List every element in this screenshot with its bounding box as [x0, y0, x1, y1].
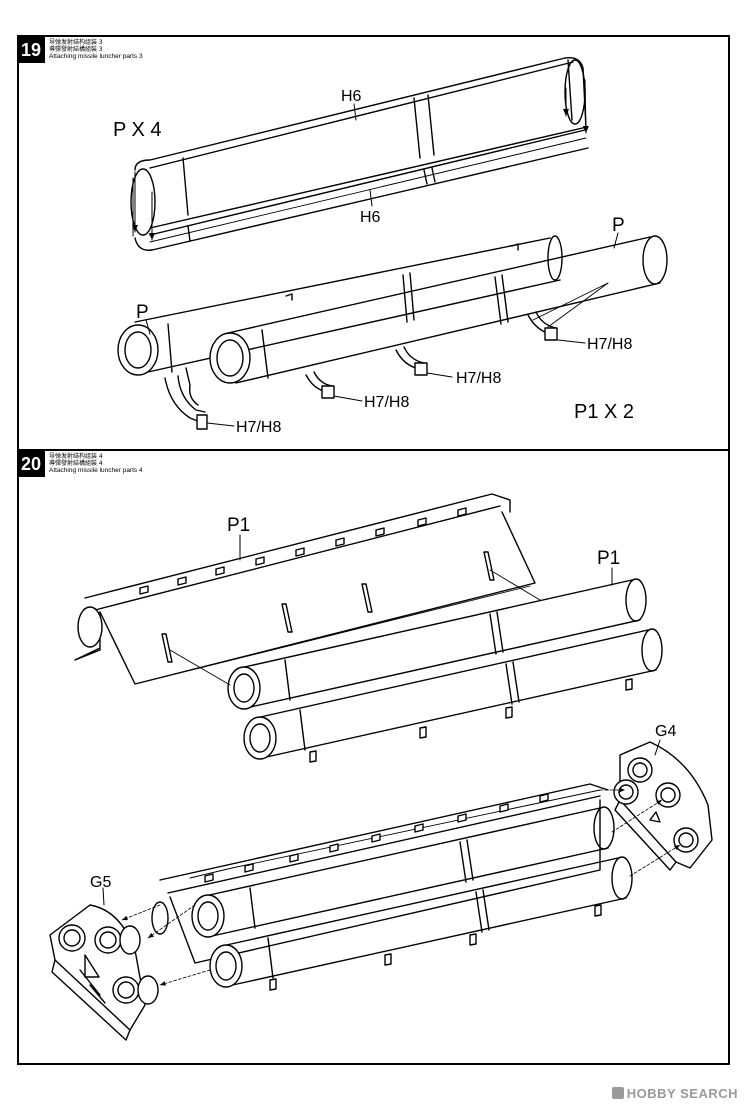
- end-plate-g5: [49, 904, 159, 1041]
- watermark-text: HOBBY SEARCH: [626, 1086, 738, 1101]
- label-h7h8-c: H7/H8: [364, 394, 409, 411]
- label-h7h8-d: H7/H8: [236, 419, 281, 436]
- label-h7h8-a: H7/H8: [587, 336, 632, 353]
- launcher-frame-upper: [74, 493, 536, 685]
- step-19-title-cn-simplified: 导弹发射结构组装 3: [49, 39, 103, 46]
- step-20-title: 导弹发射结构组装 4 導彈發射結構組裝 4 Attaching missile …: [49, 453, 143, 474]
- label-h7h8-b: H7/H8: [456, 370, 501, 387]
- label-g4: G4: [655, 723, 676, 740]
- end-plate-g4: [613, 741, 713, 871]
- bracket-part-c: [527, 311, 558, 341]
- label-p1-left: P1: [227, 515, 250, 536]
- label-p-x4: P X 4: [113, 119, 162, 141]
- label-p-right: P: [612, 215, 625, 236]
- step-20-title-cn-simplified: 导弹发射结构组装 4: [49, 453, 103, 460]
- tube-p-right: [209, 235, 668, 384]
- step-19-title-en: Attaching missile luncher parts 3: [49, 53, 143, 60]
- tube-p1-lower: [243, 628, 663, 763]
- label-p1-right: P1: [597, 548, 620, 569]
- step-19-number: 19: [17, 37, 45, 63]
- step-19-title: 导弹发射结构组装 3 導彈發射結構組裝 3 Attaching missile …: [49, 39, 143, 60]
- tube-p-left: [117, 235, 563, 376]
- label-p1-x2: P1 X 2: [574, 401, 634, 423]
- bracket-part-a: [305, 371, 335, 399]
- bracket-h7h8-assembled: [164, 367, 208, 430]
- h6-lower-half-tube: [134, 129, 589, 251]
- h6-upper-half-tube: [130, 57, 588, 237]
- step-19-title-cn-traditional: 導彈發射結構組裝 3: [49, 46, 103, 53]
- step-divider: [17, 449, 730, 451]
- hobby-search-logo-icon: [611, 1087, 624, 1099]
- tube-p1-upper: [227, 578, 647, 710]
- label-h6-bottom: H6: [360, 209, 381, 226]
- bracket-part-b: [395, 346, 428, 376]
- step-20-number: 20: [17, 451, 45, 477]
- label-g5: G5: [90, 874, 111, 891]
- launcher-assembly-lower: [151, 783, 633, 991]
- step-20-title-en: Attaching missile luncher parts 4: [49, 467, 143, 474]
- label-h6-top: H6: [341, 88, 362, 105]
- label-p-left: P: [136, 302, 149, 323]
- watermark-logo: HOBBY SEARCH: [611, 1086, 738, 1101]
- instruction-frame: [17, 35, 730, 1065]
- step-20-title-cn-traditional: 導彈發射結構組裝 4: [49, 460, 103, 467]
